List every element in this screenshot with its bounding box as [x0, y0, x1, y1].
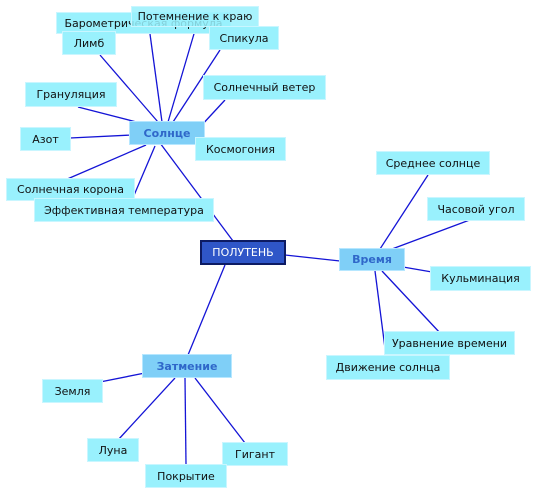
connector-sun-barometric	[149, 33, 163, 123]
topic-node-solar-wind[interactable]: Солнечный ветер	[203, 75, 326, 100]
topic-node-hour-angle[interactable]: Часовой угол	[427, 197, 525, 221]
hub-node-sun[interactable]: Солнце	[129, 121, 205, 145]
topic-node-spicule[interactable]: Спикула	[209, 26, 279, 50]
connector-sun-spicule	[172, 49, 221, 123]
topic-node-limb-darkening[interactable]: Потемнение к краю	[131, 6, 259, 27]
topic-node-nitrogen[interactable]: Азот	[20, 127, 71, 151]
hub-node-eclipse[interactable]: Затмение	[142, 354, 232, 378]
topic-node-granulation[interactable]: Грануляция	[25, 82, 117, 107]
topic-node-culmination[interactable]: Кульминация	[430, 266, 531, 291]
topic-node-coverage[interactable]: Покрытие	[145, 464, 227, 488]
topic-node-cosmogony[interactable]: Космогония	[195, 137, 286, 161]
connector-sun-effective-temperature	[131, 145, 156, 201]
topic-node-limb[interactable]: Лимб	[62, 31, 116, 55]
topic-node-earth[interactable]: Земля	[42, 379, 103, 403]
root-node-penumbra[interactable]: ПОЛУТЕНЬ	[200, 240, 286, 265]
connector-time-equation	[381, 270, 442, 335]
topic-node-giant[interactable]: Гигант	[222, 442, 288, 466]
topic-node-mean-sun[interactable]: Среднее солнце	[376, 151, 490, 175]
connector-eclipse-coverage	[184, 377, 187, 465]
connector-time-culmination	[402, 266, 433, 273]
topic-node-moon[interactable]: Луна	[87, 438, 139, 462]
topic-node-solar-corona[interactable]: Солнечная корона	[6, 178, 135, 201]
topic-node-equation-of-time[interactable]: Уравнение времени	[384, 331, 515, 355]
connector-sun-nitrogen	[69, 134, 133, 139]
connector-root-eclipse	[187, 264, 226, 356]
topic-node-effective-temperature[interactable]: Эффективная температура	[34, 198, 214, 222]
connector-time-hour-angle	[391, 217, 476, 250]
hub-node-time[interactable]: Время	[339, 248, 405, 271]
topic-node-sun-motion[interactable]: Движение солнца	[326, 355, 450, 380]
connector-eclipse-giant	[194, 377, 246, 444]
connector-eclipse-moon	[117, 377, 176, 441]
connector-time-mean-sun	[379, 174, 429, 250]
connector-root-sun	[159, 142, 234, 242]
connector-sun-limb	[99, 54, 159, 123]
connector-root-time	[284, 254, 341, 262]
connector-sun-corona	[64, 144, 147, 181]
connector-eclipse-earth	[94, 371, 151, 384]
connector-sun-limb-darkening	[167, 26, 197, 123]
